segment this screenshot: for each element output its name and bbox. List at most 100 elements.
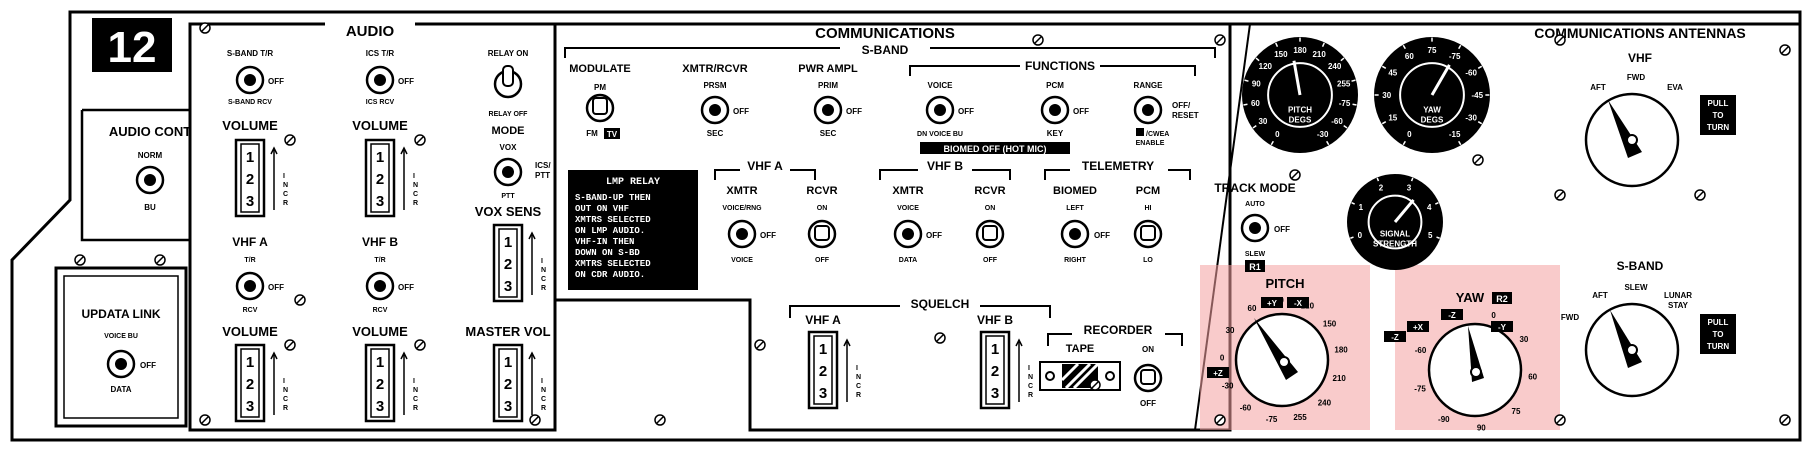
mode-switch[interactable] xyxy=(493,157,523,187)
gauge-label: DEGS xyxy=(1421,115,1444,124)
knob-mark: -30 xyxy=(1222,381,1234,390)
pwr-ampl-label: PWR AMPL xyxy=(798,63,858,75)
relay-off-label: RELAY OFF xyxy=(489,111,529,118)
biomed-label: BIOMED xyxy=(1053,185,1097,197)
pull-to-turn-vhf: PULL TO TURN xyxy=(1700,95,1736,135)
gauge-mark: -75 xyxy=(1449,52,1461,61)
audio-cont-label: AUDIO CONT xyxy=(109,124,191,139)
vhfb-comms-title: VHF B xyxy=(927,159,963,173)
vhfa-bracket xyxy=(714,169,816,180)
vhfb-xmtr-switch[interactable] xyxy=(893,219,923,249)
range-switch[interactable] xyxy=(1133,95,1163,125)
updata-switch[interactable] xyxy=(106,349,136,379)
recorder-switch[interactable] xyxy=(1133,363,1163,393)
thumbwheel-digit: 1 xyxy=(246,354,254,371)
pwr-ampl-switch[interactable] xyxy=(813,95,843,125)
relay-switch[interactable] xyxy=(493,65,523,99)
lunar-stay-1: LUNAR xyxy=(1664,291,1692,300)
volume-labels: VOLUME VOLUME VOLUME VOLUME VOX SENS MAS… xyxy=(222,118,550,339)
antennas-title: COMMUNICATIONS ANTENNAS xyxy=(1534,25,1746,41)
squelch-bracket xyxy=(789,305,1051,318)
cwea-marker xyxy=(1136,128,1144,136)
xmtr-rcvr-switch[interactable] xyxy=(700,95,730,125)
yaw-knob[interactable] xyxy=(1427,322,1523,418)
incr-letter: N xyxy=(283,387,288,394)
axis-tag xyxy=(1491,321,1513,332)
track-mode-switch[interactable] xyxy=(1240,213,1270,243)
incr-letter: I xyxy=(283,173,285,180)
lmp-line: VHF-IN THEN xyxy=(575,237,634,247)
incr-letter: N xyxy=(541,387,546,394)
biomed-switch[interactable] xyxy=(1060,219,1090,249)
vhf-antenna-selector[interactable] xyxy=(1584,92,1680,188)
screw xyxy=(74,254,86,266)
vhfa-rcvr-switch[interactable] xyxy=(807,219,837,249)
xmtr-rcvr-off: OFF xyxy=(733,107,749,116)
audio-frame xyxy=(188,22,557,432)
squelch-title: SQUELCH xyxy=(911,297,970,311)
track-mode-off: OFF xyxy=(1274,225,1290,234)
modulate-switch[interactable] xyxy=(585,93,615,123)
thumbwheel-digit: 1 xyxy=(504,234,512,251)
thumbwheel-group[interactable]: 123INCR123INCR123INCR123INCR123INCR123IN… xyxy=(234,138,1033,423)
pcm-function-label: PCM xyxy=(1046,81,1064,90)
incr-letter: C xyxy=(413,396,418,403)
sband-antenna-selector[interactable] xyxy=(1584,302,1680,398)
pcm-function-switch[interactable] xyxy=(1040,95,1070,125)
prsm-label: PRSM xyxy=(703,81,726,90)
panel-screws xyxy=(74,22,1791,426)
vhfb-rcvr-label: RCVR xyxy=(974,185,1005,197)
thumbwheel-digit: 1 xyxy=(376,149,384,166)
vhfa-xmtr-switch[interactable] xyxy=(727,219,757,249)
tv-tag xyxy=(604,128,620,139)
r1-tag xyxy=(1245,260,1265,272)
thumbwheel-digit: 2 xyxy=(376,171,384,188)
gauge-mark: 60 xyxy=(1405,52,1414,61)
track-mode-title: TRACK MODE xyxy=(1214,181,1295,195)
thumbwheel-digit: 3 xyxy=(991,385,999,402)
sband-audio-switch[interactable] xyxy=(235,65,265,95)
audio-cont-switch[interactable] xyxy=(135,165,165,195)
vhf-eva: EVA xyxy=(1667,83,1683,92)
knob-mark: 150 xyxy=(1323,319,1337,328)
voice-off: OFF xyxy=(958,107,974,116)
sband-rcv-label: S-BAND RCV xyxy=(228,99,272,106)
track-mode-auto: AUTO xyxy=(1245,201,1265,208)
svg-text:MASTER VOL: MASTER VOL xyxy=(465,324,550,339)
functions-bracket xyxy=(909,65,1196,76)
ics-audio-switch[interactable] xyxy=(365,65,395,95)
incr-letter: N xyxy=(856,374,861,381)
svg-text:T/R: T/R xyxy=(244,257,255,264)
vhfb-rcvr-switch[interactable] xyxy=(975,219,1005,249)
screw xyxy=(1214,34,1226,46)
incr-letter: C xyxy=(856,383,861,390)
svg-text:VOX SENS: VOX SENS xyxy=(475,204,542,219)
thumbwheel-digit: 1 xyxy=(504,354,512,371)
biomed-left: LEFT xyxy=(1066,205,1084,212)
knob-mark: 0 xyxy=(1491,311,1496,320)
vhfb-audio-switch[interactable] xyxy=(365,271,395,301)
vhfa-rcvr-on: ON xyxy=(817,205,828,212)
gauge-mark: -30 xyxy=(1465,114,1477,123)
thumbwheel-digit: 3 xyxy=(504,278,512,295)
voice-function-switch[interactable] xyxy=(925,95,955,125)
screw xyxy=(1032,34,1044,46)
thumbwheel-digit: 3 xyxy=(376,398,384,415)
vhfb-rcvr-on: ON xyxy=(985,205,996,212)
svg-text:TO: TO xyxy=(1713,111,1724,120)
pitch-knob[interactable] xyxy=(1234,312,1330,408)
audio-cont-frame xyxy=(80,108,190,242)
vhfa-audio-switch[interactable] xyxy=(235,271,265,301)
knob-mark: 255 xyxy=(1293,413,1307,422)
knob-scale-marks: 6090120150180210240255-75-60-30030-30030… xyxy=(1207,296,1538,433)
pcm-tm-switch[interactable] xyxy=(1133,219,1163,249)
